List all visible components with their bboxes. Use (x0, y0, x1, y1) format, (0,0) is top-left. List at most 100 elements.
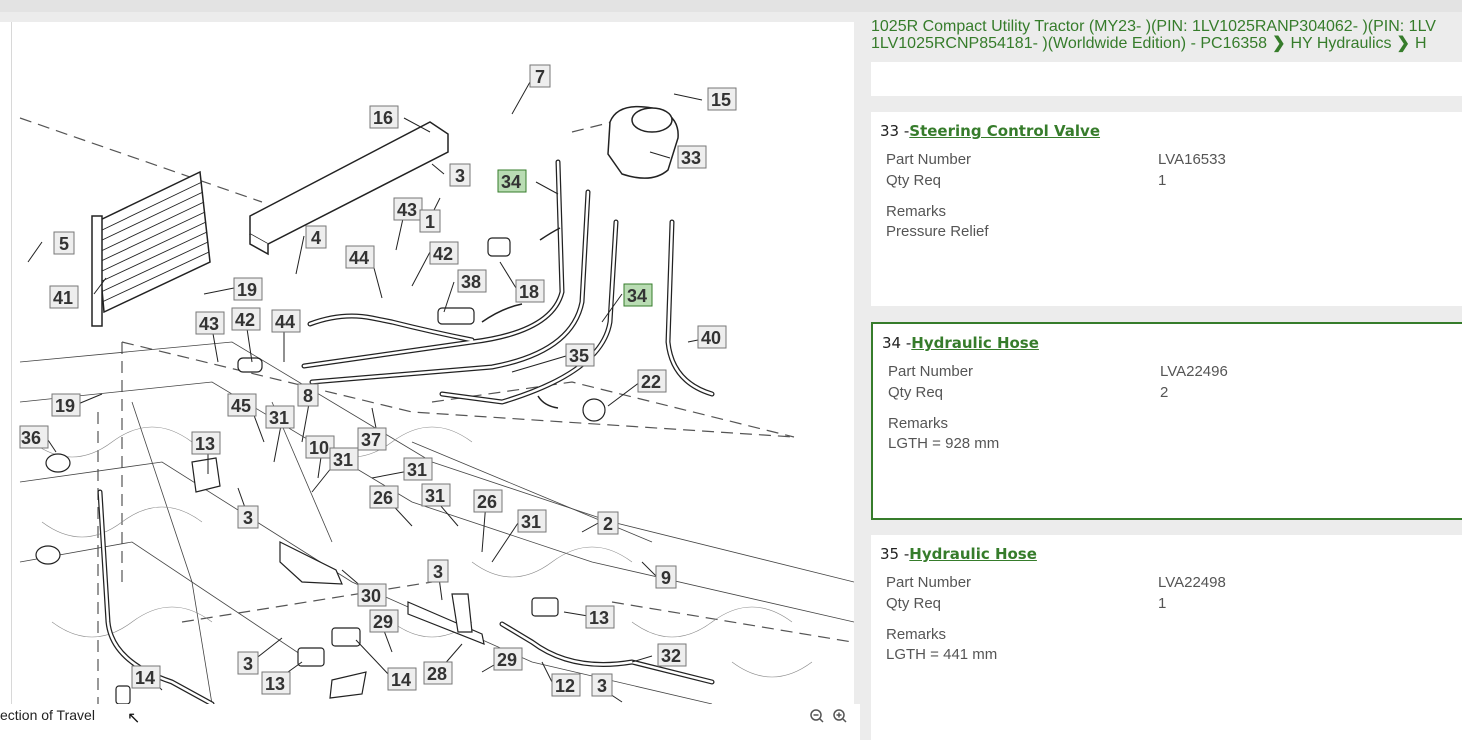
svg-text:18: 18 (519, 282, 539, 302)
remarks-value: LGTH = 928 mm (888, 435, 1000, 452)
svg-text:19: 19 (55, 396, 75, 416)
svg-text:31: 31 (269, 408, 289, 428)
qty-label: Qty Req (886, 595, 942, 612)
svg-text:3: 3 (597, 676, 607, 696)
svg-text:40: 40 (701, 328, 721, 348)
remarks-value: Pressure Relief (886, 223, 989, 240)
breadcrumb-current[interactable]: H (1414, 35, 1427, 52)
svg-text:3: 3 (243, 654, 253, 674)
chevron-right-icon: ❯ (1272, 35, 1286, 52)
remarks-label: Remarks (888, 415, 949, 432)
parts-list-panel: 1025R Compact Utility Tractor (MY23- )(P… (860, 12, 1462, 740)
part-ref: 34 - (882, 334, 912, 352)
svg-text:31: 31 (407, 460, 427, 480)
svg-text:12: 12 (555, 676, 575, 696)
part-card-33[interactable]: 33 -Steering Control Valve Part Number L… (871, 112, 1462, 306)
remarks-value: LGTH = 441 mm (886, 646, 998, 663)
svg-text:10: 10 (309, 438, 329, 458)
svg-text:36: 36 (21, 428, 41, 448)
remarks-label: Remarks (886, 626, 947, 643)
qty-label: Qty Req (888, 384, 944, 401)
svg-text:42: 42 (235, 310, 255, 330)
svg-text:42: 42 (433, 244, 453, 264)
part-number-label: Part Number (886, 574, 972, 591)
breadcrumb-model-line1[interactable]: 1025R Compact Utility Tractor (MY23- )(P… (871, 18, 1436, 35)
svg-text:3: 3 (433, 562, 443, 582)
breadcrumb-model-line2[interactable]: 1LV1025RCNP854181- )(Worldwide Edition) … (871, 35, 1268, 52)
part-name-link[interactable]: Steering Control Valve (909, 122, 1101, 140)
svg-text:22: 22 (641, 372, 661, 392)
remarks-label: Remarks (886, 203, 947, 220)
svg-text:8: 8 (303, 386, 313, 406)
diagram-footer (0, 704, 860, 740)
svg-text:16: 16 (373, 108, 393, 128)
part-name-link[interactable]: Hydraulic Hose (909, 545, 1037, 563)
part-title: 34 -Hydraulic Hose (882, 334, 1039, 352)
mouse-cursor-icon: ↖ (127, 710, 141, 727)
svg-text:9: 9 (661, 568, 671, 588)
breadcrumb: 1025R Compact Utility Tractor (MY23- )(P… (871, 18, 1462, 52)
svg-text:45: 45 (231, 396, 251, 416)
svg-text:3: 3 (455, 166, 465, 186)
svg-text:30: 30 (361, 586, 381, 606)
svg-text:4: 4 (311, 228, 321, 248)
svg-text:31: 31 (521, 512, 541, 532)
part-number-label: Part Number (888, 363, 974, 380)
part-title: 33 -Steering Control Valve (880, 122, 1100, 140)
part-number-value: LVA22498 (1158, 574, 1226, 591)
svg-text:43: 43 (199, 314, 219, 334)
svg-text:35: 35 (569, 346, 589, 366)
svg-text:14: 14 (135, 668, 155, 688)
svg-text:34: 34 (501, 172, 521, 192)
exploded-view-drawing: 7 15 16 3 33 34 43 1 4 44 42 5 38 18 34 … (19, 64, 854, 704)
svg-text:28: 28 (427, 664, 447, 684)
parts-diagram[interactable]: 7 15 16 3 33 34 43 1 4 44 42 5 38 18 34 … (12, 22, 854, 704)
breadcrumb-hydraulics[interactable]: HY Hydraulics (1290, 35, 1392, 52)
part-number-label: Part Number (886, 151, 972, 168)
svg-text:32: 32 (661, 646, 681, 666)
top-bar (0, 0, 1462, 12)
svg-text:15: 15 (711, 90, 731, 110)
svg-text:37: 37 (361, 430, 381, 450)
svg-text:34: 34 (627, 286, 647, 306)
qty-label: Qty Req (886, 172, 942, 189)
svg-text:33: 33 (681, 148, 701, 168)
svg-text:41: 41 (53, 288, 73, 308)
svg-text:1: 1 (425, 212, 435, 232)
svg-text:19: 19 (237, 280, 257, 300)
svg-text:7: 7 (535, 67, 545, 87)
direction-of-travel-label: ection of Travel (0, 707, 95, 723)
svg-text:44: 44 (349, 248, 369, 268)
svg-text:26: 26 (373, 488, 393, 508)
svg-text:26: 26 (477, 492, 497, 512)
part-name-link[interactable]: Hydraulic Hose (911, 334, 1039, 352)
svg-text:14: 14 (391, 670, 411, 690)
zoom-in-icon[interactable] (832, 708, 848, 724)
part-card-35[interactable]: 35 -Hydraulic Hose Part Number LVA22498 … (871, 535, 1462, 740)
qty-value: 1 (1158, 595, 1167, 612)
svg-text:31: 31 (425, 486, 445, 506)
svg-text:5: 5 (59, 234, 69, 254)
svg-text:29: 29 (373, 612, 393, 632)
svg-text:13: 13 (195, 434, 215, 454)
part-title: 35 -Hydraulic Hose (880, 545, 1037, 563)
header-spacer-box (871, 62, 1462, 96)
svg-text:13: 13 (589, 608, 609, 628)
svg-text:31: 31 (333, 450, 353, 470)
svg-text:2: 2 (603, 514, 613, 534)
svg-text:29: 29 (497, 650, 517, 670)
qty-value: 2 (1160, 384, 1169, 401)
part-card-34[interactable]: 34 -Hydraulic Hose Part Number LVA22496 … (871, 322, 1462, 520)
qty-value: 1 (1158, 172, 1167, 189)
svg-text:43: 43 (397, 200, 417, 220)
part-number-value: LVA22496 (1160, 363, 1228, 380)
svg-text:13: 13 (265, 674, 285, 694)
svg-text:44: 44 (275, 312, 295, 332)
chevron-right-icon: ❯ (1396, 35, 1410, 52)
part-number-value: LVA16533 (1158, 151, 1226, 168)
svg-text:3: 3 (243, 508, 253, 528)
zoom-out-icon[interactable] (809, 708, 825, 724)
left-collapse-strip[interactable] (0, 22, 12, 704)
svg-text:38: 38 (461, 272, 481, 292)
part-ref: 35 - (880, 545, 910, 563)
